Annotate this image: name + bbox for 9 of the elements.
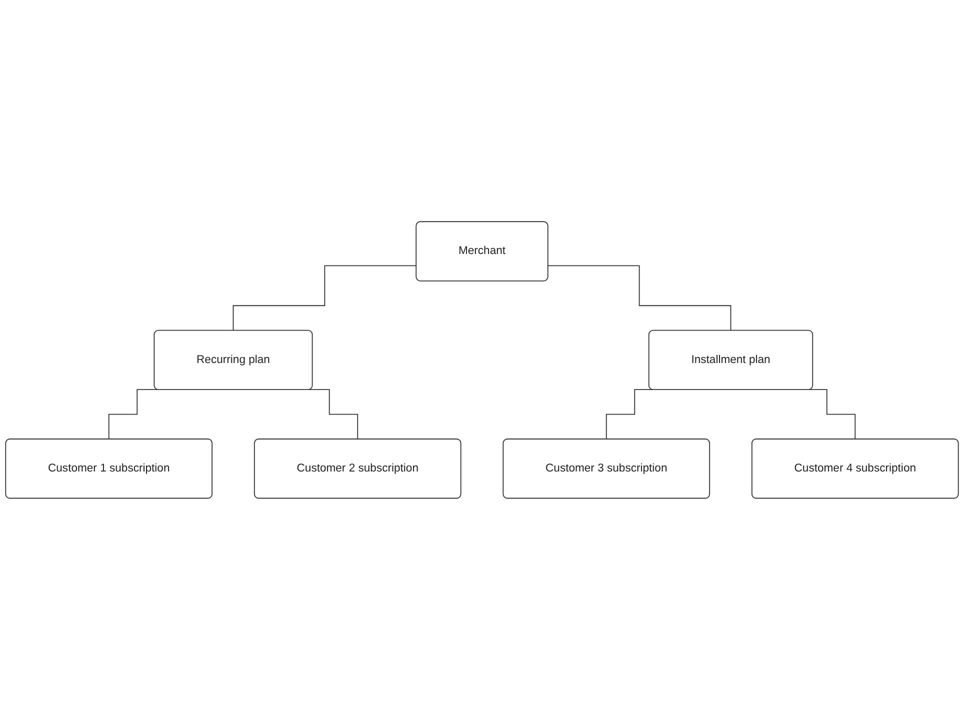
node-box: Customer 4 subscription	[751, 438, 959, 499]
node-box: Customer 3 subscription	[502, 438, 710, 499]
node-box: Recurring plan	[154, 330, 313, 390]
node-box: Customer 2 subscription	[254, 438, 462, 499]
node-box: Customer 1 subscription	[5, 438, 213, 499]
connector	[547, 265, 732, 331]
node-box: Installment plan	[648, 330, 814, 390]
node-box: Merchant	[416, 221, 548, 282]
connector	[232, 265, 417, 331]
